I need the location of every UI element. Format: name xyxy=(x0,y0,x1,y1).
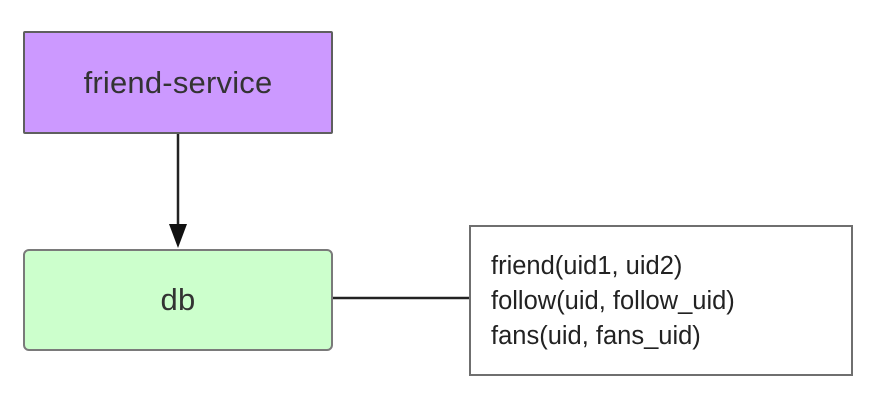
schema-note[interactable]: friend(uid1, uid2) follow(uid, follow_ui… xyxy=(469,225,853,376)
note-line-fans: fans(uid, fans_uid) xyxy=(491,322,701,350)
note-line-friend: friend(uid1, uid2) xyxy=(491,252,683,280)
node-db[interactable]: db xyxy=(23,249,333,351)
node-friend-service[interactable]: friend-service xyxy=(23,31,333,134)
note-line-follow: follow(uid, follow_uid) xyxy=(491,287,735,315)
node-friend-service-label: friend-service xyxy=(83,64,273,100)
arrowhead-icon xyxy=(169,224,187,248)
node-db-label: db xyxy=(160,282,196,317)
